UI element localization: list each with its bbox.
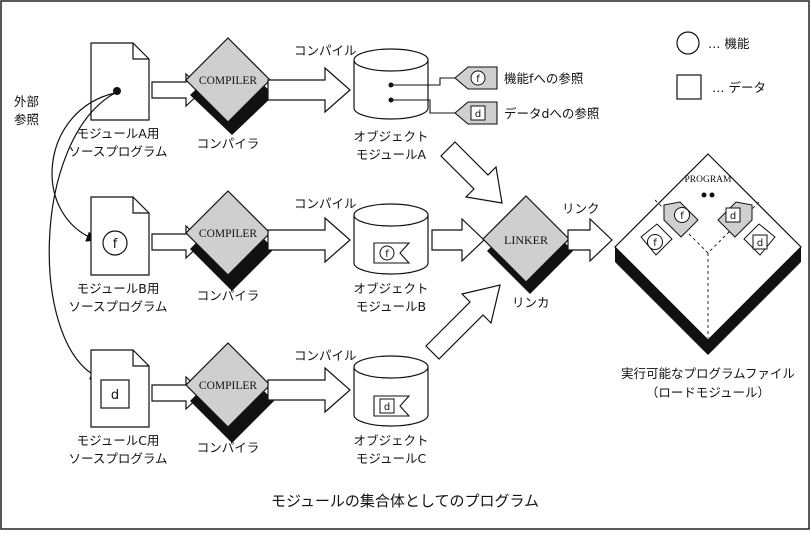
function-ref-tag: f [454,66,498,90]
program-d-symbol: d [757,238,763,249]
source-a-label-1: モジュールA用 [77,126,160,141]
compiler-b: COMPILER [151,190,274,291]
linker-box-text: LINKER [504,233,548,247]
external-ref-label-1: 外部 [14,94,39,109]
object-module-c: d [353,355,429,427]
data-ref-label: データdへの参照 [504,106,599,121]
source-c-label-2: ソースプログラム [68,451,167,466]
linker: LINKER [482,195,573,294]
program-d-ref-symbol: d [730,211,736,222]
data-d-icon [100,379,130,409]
object-module-b: f [353,203,429,275]
object-c-label-1: オブジェクト [353,433,428,448]
linker-caption: リンカ [512,295,550,310]
compiler-c-caption: コンパイラ [197,440,260,455]
legend-square-icon [676,74,702,100]
compiler-b-box-text: COMPILER [199,228,257,240]
source-b-label-1: モジュールB用 [77,281,160,296]
ref-f-symbol: f [476,74,480,85]
compiler-c: COMPILER [151,342,274,443]
compiler-a-box-text: COMPILER [199,75,257,87]
link-action: リンク [562,201,600,216]
program-label-1: 実行可能なプログラムファイル [621,366,795,381]
source-a-label-2: ソースプログラム [68,144,167,159]
program-f-ref-symbol: f [680,211,684,222]
compiler-b-caption: コンパイラ [197,288,260,303]
ref-d-symbol: d [475,109,481,120]
source-document-c: d [90,349,150,428]
object-b-f-symbol: f [385,249,389,260]
compile-action-a: コンパイル [294,43,357,58]
program-label-2: （ロードモジュール） [646,385,770,400]
ref-line-f [391,77,455,86]
compile-action-b: コンパイル [294,196,357,211]
figure-caption: モジュールの集合体としてのプログラム [271,492,539,510]
external-ref-curve-f [51,92,116,242]
object-module-a [353,48,429,120]
link-output-arrow [567,217,613,263]
object-a-label-1: オブジェクト [353,129,428,144]
data-d-symbol: d [111,388,119,403]
legend-data-label: … データ [712,80,766,95]
program-file: f d f d PROGRAM [614,153,802,355]
compile-action-c: コンパイル [294,348,357,363]
data-ref-tag: d [454,101,498,125]
object-c-d-symbol: d [384,402,390,413]
function-f-symbol: f [113,237,118,252]
legend: … 機能 … データ [676,31,766,100]
source-c-label-1: モジュールC用 [77,433,160,448]
legend-function-label: … 機能 [708,36,750,51]
object-b-label-2: モジュールB [356,299,426,314]
object-b-label-1: オブジェクト [353,281,428,296]
compile-arrow-a [267,66,351,114]
compile-arrow-b [267,216,351,264]
source-document-b: f [90,196,150,276]
compiler-c-box-text: COMPILER [199,380,257,392]
program-f-symbol: f [653,238,657,249]
link-arrow-a [440,141,503,204]
function-ref-label: 機能fへの参照 [504,71,583,86]
compiler-a-caption: コンパイラ [197,136,260,151]
link-arrow-c [425,284,501,360]
ref-line-d [391,99,455,114]
source-b-label-2: ソースプログラム [68,299,167,314]
program-box-text: PROGRAM [685,175,733,185]
legend-circle-icon [676,31,700,55]
function-f-icon [102,230,128,256]
object-a-label-2: モジュールA [356,147,427,162]
external-ref-curve-d [48,92,116,380]
source-document-a [90,42,150,121]
external-ref-label-2: 参照 [14,112,39,127]
object-c-label-2: モジュールC [356,451,427,466]
compiler-a: COMPILER [151,37,274,135]
compile-arrow-c [267,366,351,414]
link-arrow-b [431,217,485,263]
